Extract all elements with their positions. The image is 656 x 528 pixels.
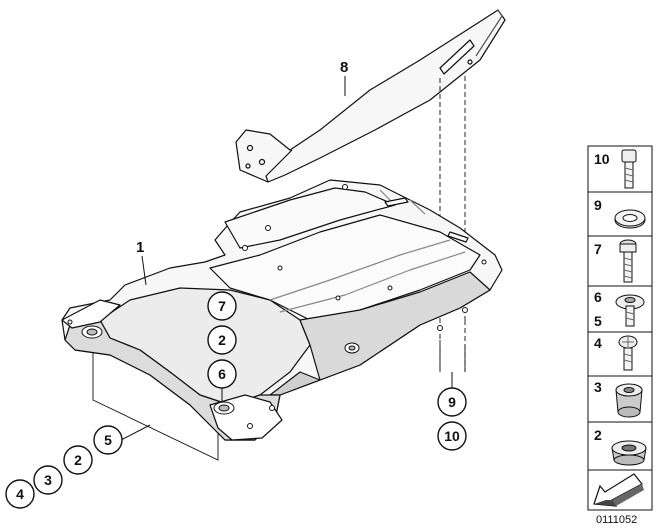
svg-text:10: 10 — [444, 428, 460, 444]
svg-text:9: 9 — [594, 197, 602, 213]
diagram-code: 0111052 — [596, 514, 637, 526]
legend-cell-2: 2 — [587, 421, 653, 471]
legend-cell-7: 7 — [587, 235, 653, 287]
svg-text:6: 6 — [594, 289, 602, 305]
legend-cell-9: 9 — [587, 191, 653, 237]
legend-cell-3: 3 — [587, 375, 653, 423]
svg-text:9: 9 — [448, 394, 456, 410]
svg-text:2: 2 — [594, 427, 602, 443]
grommet-icon — [611, 440, 647, 466]
svg-text:5: 5 — [104, 432, 112, 448]
svg-text:5: 5 — [594, 313, 602, 329]
oval-head-screw-icon — [618, 335, 638, 371]
direction-arrow-icon — [593, 473, 644, 507]
center-callout-stack: 7 2 6 — [207, 291, 237, 402]
collar-screw-icon — [619, 239, 637, 283]
svg-text:7: 7 — [594, 241, 602, 257]
svg-text:4: 4 — [16, 486, 24, 502]
rubber-bushing-icon — [615, 383, 643, 418]
svg-text:2: 2 — [218, 332, 226, 348]
brace-part-8 — [235, 9, 506, 183]
parts-legend: 10 9 7 — [587, 145, 653, 511]
svg-text:3: 3 — [44, 472, 52, 488]
svg-text:3: 3 — [594, 379, 602, 395]
socket-head-bolt-icon — [621, 149, 637, 189]
legend-cell-10: 10 — [587, 145, 653, 193]
label-part-1: 1 — [136, 239, 144, 256]
underbody-panel-part-1 — [61, 179, 503, 441]
leader-part-1 — [141, 255, 147, 286]
right-callout-stack: 9 10 — [437, 372, 467, 451]
svg-text:6: 6 — [218, 366, 226, 382]
svg-text:4: 4 — [594, 335, 602, 351]
legend-cell-arrow — [587, 469, 653, 511]
legend-cell-6-5: 6 5 — [587, 285, 653, 333]
svg-text:7: 7 — [218, 298, 226, 314]
washer-bolt-icon — [615, 294, 645, 327]
bottom-callout-row: 4 3 2 5 — [5, 424, 151, 509]
legend-cell-4: 4 — [587, 331, 653, 377]
svg-text:10: 10 — [594, 151, 610, 167]
bracket-lines — [92, 340, 466, 461]
svg-text:2: 2 — [74, 452, 82, 468]
mount-holes — [67, 184, 487, 429]
washer-icon — [614, 209, 646, 229]
label-part-8: 8 — [340, 59, 348, 76]
